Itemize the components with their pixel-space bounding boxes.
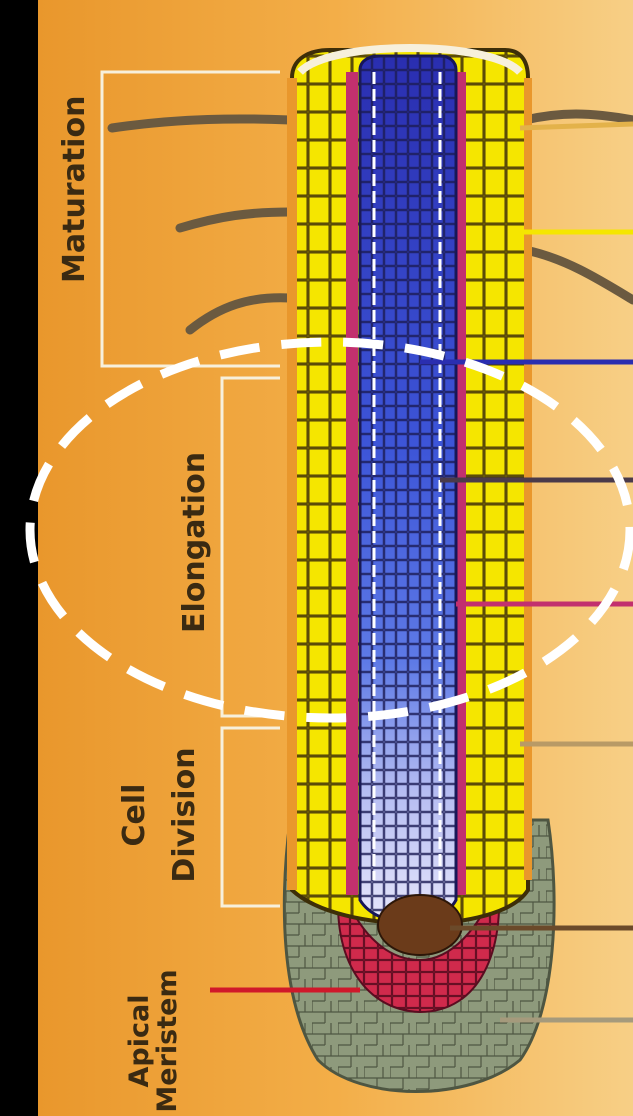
- label-cell-division-line1: Cell: [120, 765, 150, 865]
- label-maturation: Maturation: [60, 123, 90, 283]
- label-cell-division-line2: Division: [170, 745, 200, 885]
- quiescent-center: [378, 895, 462, 955]
- label-apical-meristem-line2: Meristem: [153, 966, 183, 1116]
- label-elongation: Elongation: [180, 453, 210, 633]
- label-apical-meristem-line1: Apical: [125, 981, 155, 1101]
